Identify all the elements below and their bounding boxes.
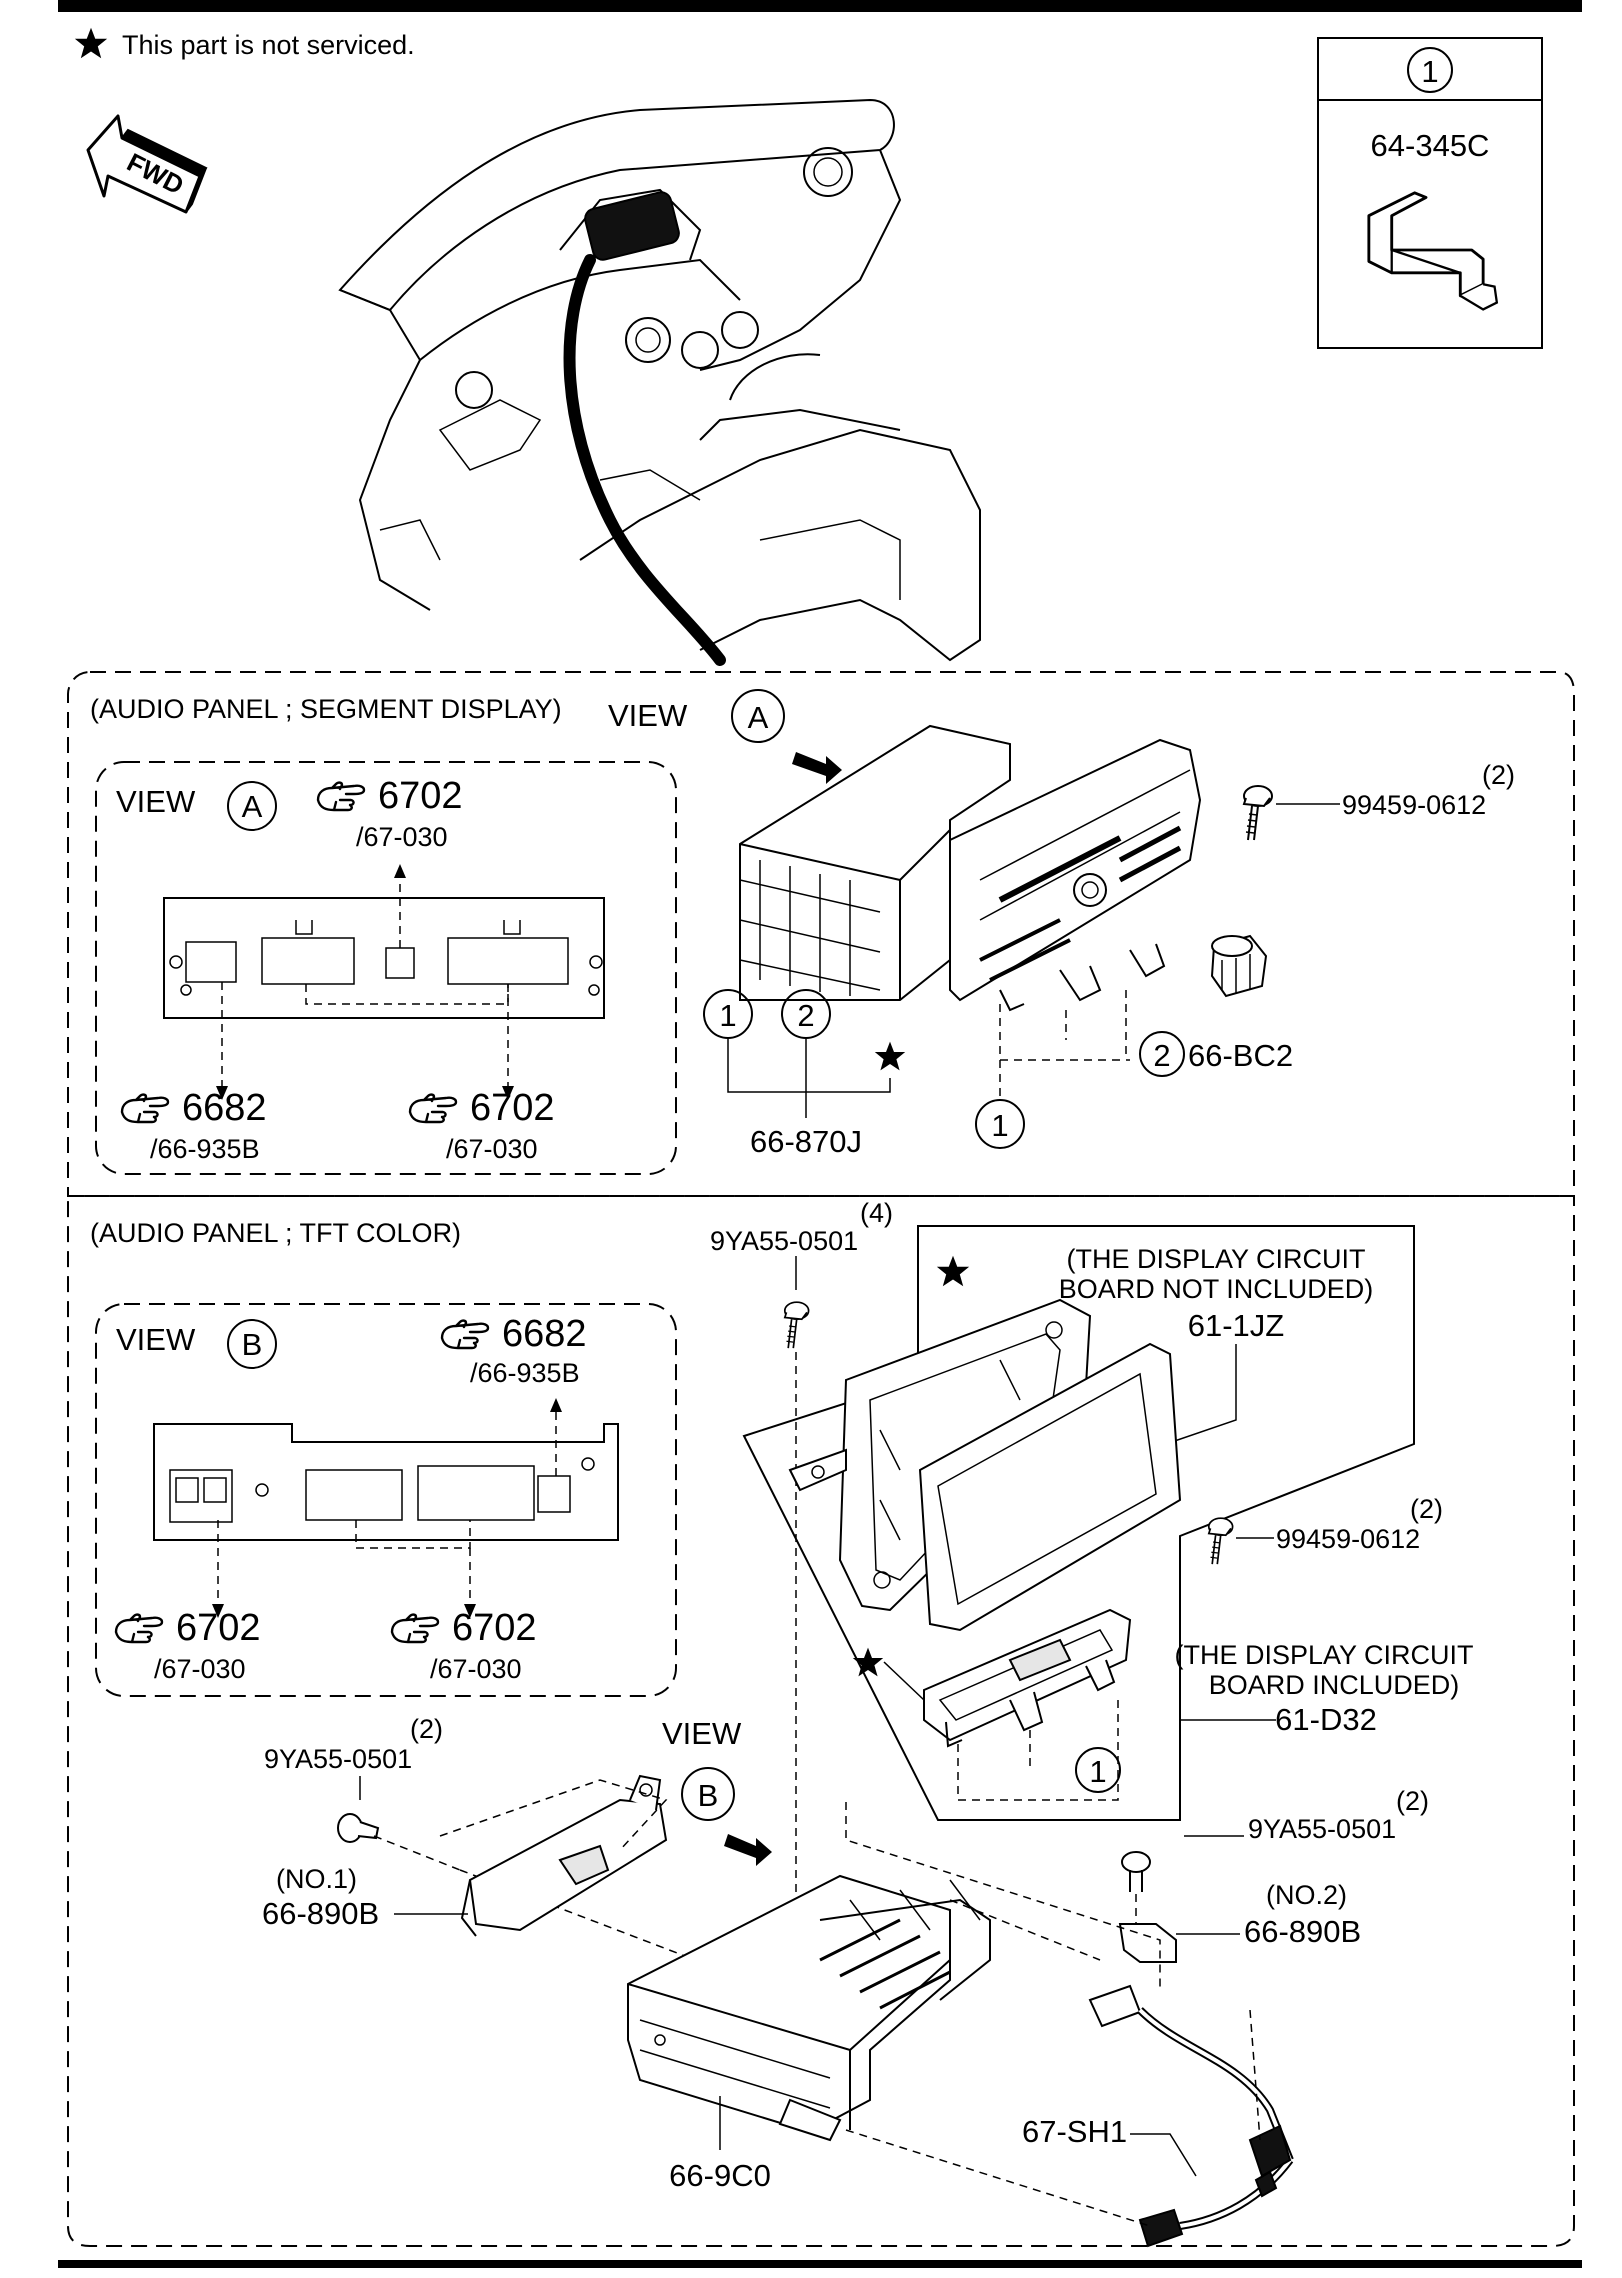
note-included-line2: BOARD INCLUDED) <box>1209 1670 1460 1700</box>
inset-a-ref-top-sub: /67-030 <box>356 822 448 852</box>
screw-icon <box>1121 1851 1151 1892</box>
hand-pointer-icon <box>114 1613 164 1644</box>
segment-unit-part: 66-870J <box>750 1124 862 1159</box>
segment-ref-1: 1 <box>719 998 736 1033</box>
tft-screw-right-qty: (2) <box>1410 1494 1443 1524</box>
screw-icon <box>1207 1517 1234 1565</box>
hand-pointer-icon <box>390 1613 440 1644</box>
segment-section-title: (AUDIO PANEL ; SEGMENT DISPLAY) <box>90 694 562 724</box>
fwd-arrow-icon: FWD <box>86 114 208 214</box>
tft-display-screen <box>918 1342 1182 1632</box>
tft-screw-right-part: 99459-0612 <box>1276 1524 1420 1554</box>
tft-screw-top-qty: (4) <box>860 1198 893 1228</box>
amplifier-unit <box>627 1874 991 2142</box>
tft-section-title: (AUDIO PANEL ; TFT COLOR) <box>90 1218 461 1248</box>
bracket2-part: 66-890B <box>1244 1914 1361 1949</box>
screw-icon <box>1243 785 1273 841</box>
knob-ref: 2 <box>1153 1038 1170 1073</box>
display-circuit-board <box>923 1608 1132 1748</box>
tft-screw-left-part: 9YA55-0501 <box>264 1744 412 1774</box>
segment-clip-ref: 1 <box>991 1108 1008 1143</box>
hand-pointer-icon <box>120 1093 170 1124</box>
segment-display-section: (AUDIO PANEL ; SEGMENT DISPLAY) VIEW A V… <box>67 671 1575 1197</box>
tft-screw-top-part: 9YA55-0501 <box>710 1226 858 1256</box>
note-not-included-line1: (THE DISPLAY CIRCUIT <box>1066 1244 1365 1274</box>
inset-a-ref-right-sub: /67-030 <box>446 1134 538 1164</box>
inset-a-view-word: VIEW <box>116 784 196 819</box>
tft-screw-mid-qty: (2) <box>1396 1786 1429 1816</box>
segment-screw-qty: (2) <box>1482 760 1515 790</box>
star-icon <box>74 27 108 59</box>
tft-view-letter: B <box>698 1778 719 1813</box>
inset-b-view-word: VIEW <box>116 1322 196 1357</box>
inset-b-view-letter: B <box>242 1327 263 1362</box>
inset-a-ref-top-num: 6702 <box>378 775 463 817</box>
screw-icon <box>337 1813 380 1843</box>
view-direction-arrow-icon <box>724 1834 772 1866</box>
tft-color-section: (AUDIO PANEL ; TFT COLOR) VIEW B 6682 /6… <box>67 1195 1575 2248</box>
knob-part <box>1210 934 1268 998</box>
inset-a-ref-left-sub: /66-935B <box>150 1134 260 1164</box>
inset-a-ref-left-num: 6682 <box>182 1087 267 1129</box>
segment-audio-unit <box>739 724 1202 1012</box>
segment-view-word: VIEW <box>608 698 688 733</box>
clip-icon <box>1367 191 1499 311</box>
star-icon <box>874 1041 906 1071</box>
bracket-no1 <box>460 1774 668 1937</box>
bracket-no2 <box>1118 1923 1177 1963</box>
display-part-61-1jz: 61-1JZ <box>1188 1308 1284 1343</box>
inset-a-ref-right-num: 6702 <box>470 1087 555 1129</box>
star-icon <box>936 1255 970 1287</box>
display-part-61-d32: 61-D32 <box>1275 1702 1377 1737</box>
hand-pointer-icon <box>316 781 366 812</box>
knob-part-number: 66-BC2 <box>1188 1038 1293 1073</box>
not-serviced-note: This part is not serviced. <box>122 30 415 60</box>
wiring-harness <box>1088 1984 1294 2248</box>
screw-icon <box>783 1301 810 1349</box>
tft-screw-left-qty: (2) <box>410 1714 443 1744</box>
view-direction-arrow-icon <box>792 752 842 784</box>
inset-a-view-letter: A <box>242 789 263 824</box>
legend-part-number: 64-345C <box>1371 128 1490 163</box>
legend-box: 1 64-345C <box>1317 37 1543 349</box>
amplifier-part: 66-9C0 <box>669 2158 771 2193</box>
inset-b-ref-left-num: 6702 <box>176 1607 261 1649</box>
segment-screw-part: 99459-0612 <box>1342 790 1486 820</box>
bracket1-part: 66-890B <box>262 1896 379 1931</box>
inset-b-ref-right-sub: /67-030 <box>430 1654 522 1684</box>
segment-view-letter: A <box>748 700 769 735</box>
legend-ref-number: 1 <box>1421 54 1438 89</box>
inset-b-ref-top-sub: /66-935B <box>470 1358 580 1388</box>
dashboard-illustration <box>338 98 981 666</box>
segment-ref-2: 2 <box>797 998 814 1033</box>
note-not-included-line2: BOARD NOT INCLUDED) <box>1059 1274 1374 1304</box>
display-unit-location <box>584 191 680 261</box>
inset-b-ref-right-num: 6702 <box>452 1607 537 1649</box>
inset-view-a: VIEW A 6702 /67-030 6682 <box>95 761 677 1175</box>
harness-part: 67-SH1 <box>1022 2114 1127 2149</box>
note-included-line1: (THE DISPLAY CIRCUIT <box>1174 1640 1473 1670</box>
inset-view-b: VIEW B 6682 /66-935B 6702 /67-030 <box>95 1303 677 1697</box>
tft-clip-ref: 1 <box>1089 1754 1106 1789</box>
bracket1-label: (NO.1) <box>276 1864 357 1894</box>
inset-b-ref-left-sub: /67-030 <box>154 1654 246 1684</box>
inset-b-ref-top-num: 6682 <box>502 1313 587 1355</box>
hand-pointer-icon <box>408 1093 458 1124</box>
bracket2-label: (NO.2) <box>1266 1880 1347 1910</box>
tft-view-word: VIEW <box>662 1716 742 1751</box>
tft-screw-mid-part: 9YA55-0501 <box>1248 1814 1396 1844</box>
hand-pointer-icon <box>440 1319 490 1350</box>
